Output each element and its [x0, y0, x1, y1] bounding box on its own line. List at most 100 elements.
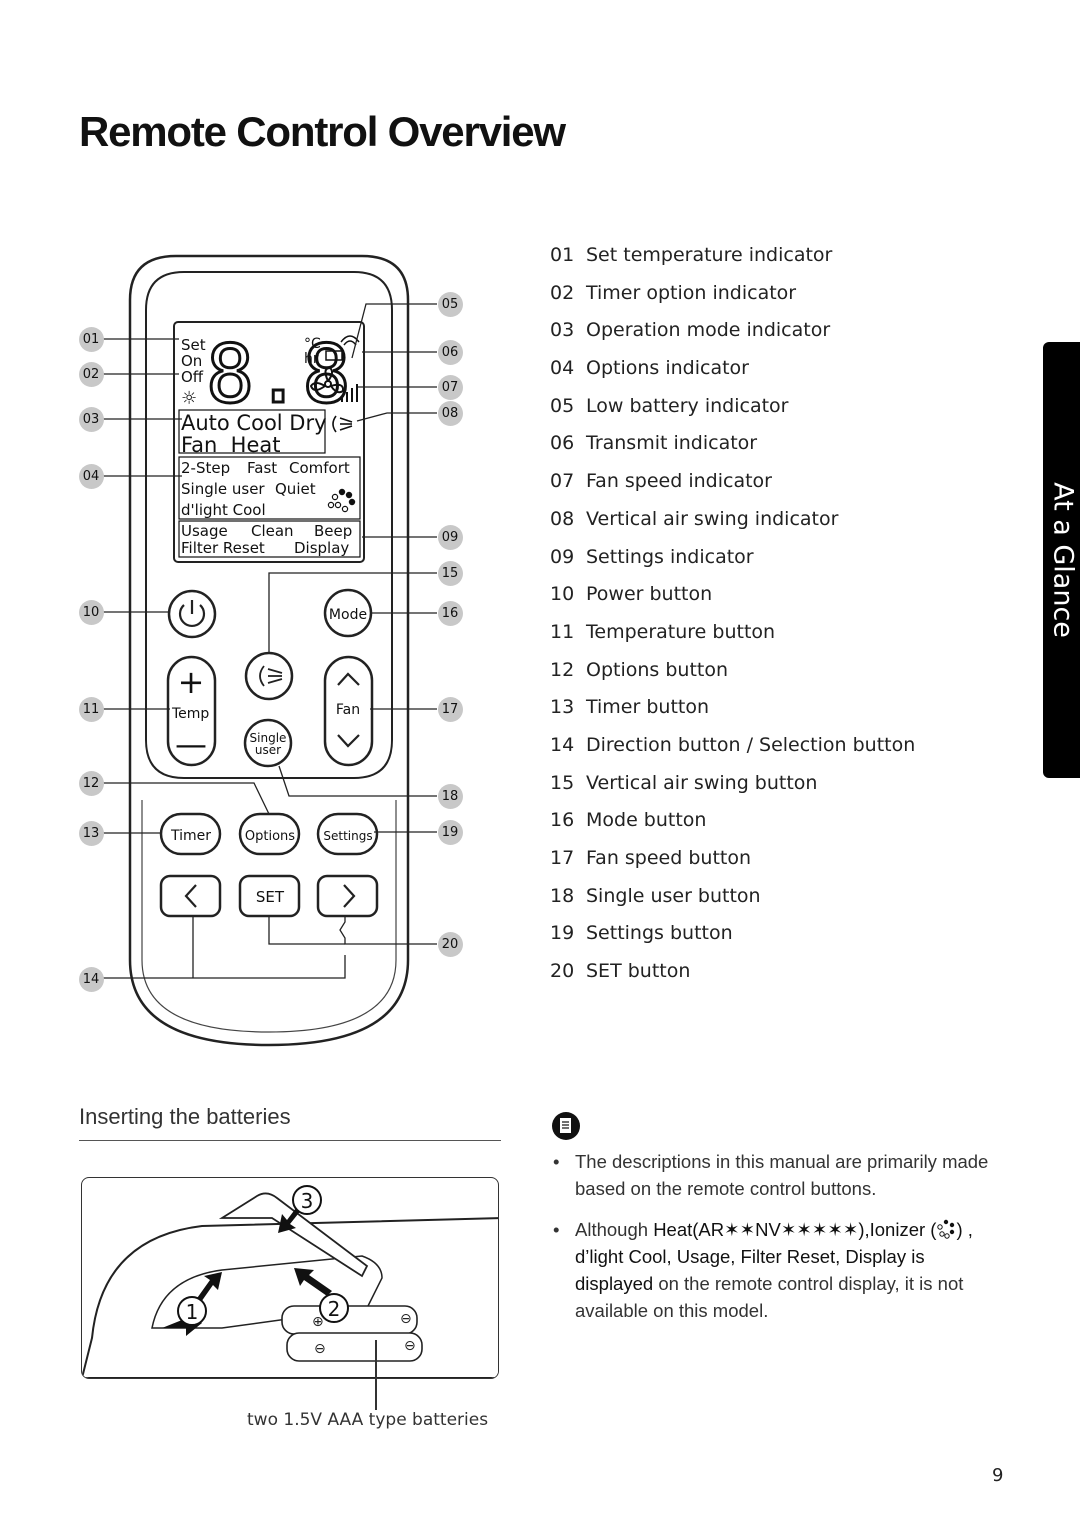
options-button[interactable]: Options: [238, 812, 301, 856]
callout-badge: 12: [78, 770, 104, 796]
left-direction-button[interactable]: [159, 874, 222, 918]
section-divider: [79, 1140, 501, 1141]
lcd-mode-row1: Auto Cool Dry: [181, 411, 327, 435]
legend-number: 14: [550, 733, 575, 756]
legend-label: Mode button: [586, 809, 707, 832]
legend-number: 02: [550, 281, 575, 304]
legend-number: 17: [550, 847, 575, 869]
legend-label: Low battery indicator: [586, 394, 789, 417]
legend-label: Power button: [586, 583, 713, 606]
callout-badge: 07: [437, 374, 463, 400]
legend-number: 18: [550, 884, 575, 907]
legend-number: 09: [550, 545, 575, 568]
svg-text:2: 2: [328, 1297, 341, 1321]
timer-button-label: Timer: [170, 828, 211, 844]
timer-button[interactable]: Timer: [159, 812, 222, 856]
legend-label: Settings button: [586, 922, 733, 945]
callout-badge: 08: [437, 400, 463, 426]
legend-item: 11 Temperature button: [550, 615, 915, 653]
lcd-opt-fast: Fast: [247, 459, 277, 477]
lcd-set-usage: Usage: [181, 522, 228, 540]
fan-button-label: Fan: [336, 702, 360, 718]
lcd-set-beep: Beep: [314, 522, 352, 540]
legend-number: 05: [550, 394, 575, 417]
settings-button[interactable]: Settings: [316, 812, 379, 856]
callout-badge: 16: [437, 600, 463, 626]
chevron-left-icon: [184, 884, 197, 908]
temperature-button[interactable]: + Temp —: [166, 655, 217, 767]
legend-label: Direction button / Selection button: [586, 733, 916, 756]
set-button[interactable]: SET: [238, 874, 301, 918]
note-item: Although Heat(AR✶✶NV✶✶✶✶✶),Ionizer () , …: [551, 1216, 1001, 1324]
side-section-tab: At a Glance: [1043, 342, 1080, 778]
battery-illustration: ⊕ ⊖ ⊖ ⊖ 1 2 3: [81, 1177, 499, 1379]
mode-button-label: Mode: [329, 607, 367, 623]
air-swing-icon: [259, 665, 283, 687]
callout-badge: 17: [437, 696, 463, 722]
note-icon: [552, 1112, 580, 1140]
remote-face-panel: [145, 271, 393, 779]
legend-number: 12: [550, 658, 575, 681]
callout-badge: 09: [437, 524, 463, 550]
page-title: Remote Control Overview: [79, 108, 566, 155]
step-badge: 3: [292, 1185, 322, 1215]
svg-text:⊖: ⊖: [404, 1338, 416, 1354]
callout-badge: 14: [78, 966, 104, 992]
page-number: 9: [992, 1465, 1004, 1486]
legend-item: 17 Fan speed button: [550, 841, 915, 879]
lcd-opt-dlight: d'light Cool: [181, 501, 266, 519]
lcd-opt-quiet: Quiet: [275, 480, 316, 498]
vertical-air-swing-button[interactable]: [244, 651, 294, 701]
single-user-label-line1: Single: [250, 731, 287, 745]
callout-badge: 18: [437, 783, 463, 809]
fan-speed-button[interactable]: Fan: [323, 655, 374, 767]
temp-button-label: Temp: [171, 706, 209, 722]
legend-number: 08: [550, 507, 575, 530]
set-button-label: SET: [256, 888, 285, 906]
chevron-up-icon: [337, 672, 360, 686]
legend-number: 19: [550, 922, 575, 945]
legend-number: 01: [550, 244, 575, 266]
legend-label: Fan speed button: [586, 847, 752, 869]
ionizer-icon: [327, 488, 356, 513]
lcd-timer-icon: ☼: [181, 388, 197, 409]
options-button-label: Options: [245, 829, 295, 844]
caption-leader-line: [375, 1340, 377, 1410]
mode-button[interactable]: Mode: [323, 588, 373, 638]
power-button[interactable]: [167, 589, 217, 639]
callout-badge: 06: [437, 339, 463, 365]
svg-text:⊖: ⊖: [400, 1311, 412, 1327]
single-user-button[interactable]: Single user: [243, 718, 293, 768]
lcd-set-clean: Clean: [251, 522, 294, 540]
side-tab-label: At a Glance: [1047, 482, 1079, 638]
legend-label: Fan speed indicator: [586, 470, 772, 493]
step-badge: 2: [319, 1293, 349, 1323]
battery-section-heading: Inserting the batteries: [79, 1104, 291, 1129]
svg-text:⊕: ⊕: [312, 1314, 324, 1330]
legend-number: 11: [550, 620, 575, 643]
legend-label: Temperature button: [586, 620, 776, 643]
legend-number: 10: [550, 583, 575, 606]
callout-badge: 13: [78, 820, 104, 846]
right-direction-button[interactable]: [316, 874, 379, 918]
notes-list: The descriptions in this manual are prim…: [551, 1148, 1001, 1338]
single-user-label-line2: user: [255, 743, 281, 757]
chevron-right-icon: [343, 884, 356, 908]
callout-badge: 01: [78, 326, 104, 352]
legend-label: Options button: [586, 658, 729, 681]
lcd-set-display: Display: [294, 539, 349, 557]
power-icon: [178, 604, 206, 627]
note-item: The descriptions in this manual are prim…: [551, 1148, 1001, 1202]
minus-icon: —: [175, 725, 207, 763]
legend-item: 10 Power button: [550, 577, 915, 615]
ionizer-icon: [937, 1219, 955, 1239]
lcd-on: On: [181, 352, 202, 370]
legend-label: Set temperature indicator: [586, 244, 833, 266]
legend-item: 12 Options button: [550, 653, 915, 691]
